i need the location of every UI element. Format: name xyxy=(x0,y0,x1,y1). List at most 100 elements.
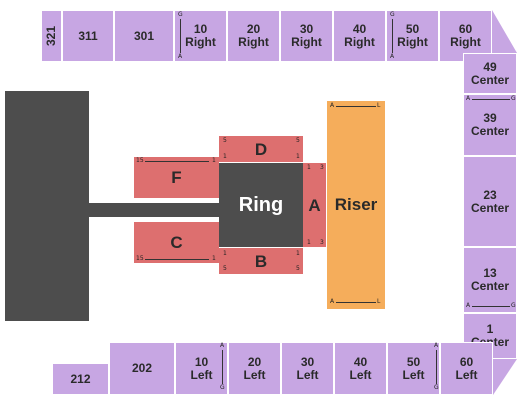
marker-60-left-marker-a: A xyxy=(434,342,439,349)
corner-top-right xyxy=(492,10,517,53)
section-D[interactable]: D xyxy=(219,136,303,162)
section-C-seat-right: 1 xyxy=(212,255,216,262)
section-311[interactable]: 311 xyxy=(62,10,114,62)
riser[interactable]: Riser xyxy=(327,101,385,309)
section-30-right-label: 30 Right xyxy=(291,22,322,49)
section-40-left[interactable]: 40 Left xyxy=(334,342,387,395)
marker-50-right-marker-g: G xyxy=(390,11,395,18)
section-30-right[interactable]: 30 Right xyxy=(280,10,333,62)
stage xyxy=(5,91,89,321)
ring-label: Ring xyxy=(238,193,284,216)
marker-39-center-line xyxy=(472,99,510,100)
section-20-right-label: 20 Right xyxy=(238,22,269,49)
section-D-seat-bottom-left: 1 xyxy=(223,153,227,160)
section-30-left[interactable]: 30 Left xyxy=(281,342,334,395)
section-10-left-label: 10 Left xyxy=(190,354,213,382)
marker-10-left-line xyxy=(222,350,223,384)
section-B-label: B xyxy=(254,251,268,271)
section-B-seat-top-right: 1 xyxy=(296,250,300,257)
section-212[interactable]: 212 xyxy=(52,363,109,395)
section-F-seat-left: 15 xyxy=(136,157,144,164)
section-23-center[interactable]: 23 Center xyxy=(463,156,517,247)
section-321-label: 321 xyxy=(44,25,59,47)
riser-row-start-bottom: A xyxy=(330,298,335,305)
section-D-seat-top-left: 5 xyxy=(223,137,227,144)
marker-10-right-line xyxy=(180,19,181,53)
section-23-center-label: 23 Center xyxy=(470,187,509,215)
marker-10-right-marker-a: A xyxy=(178,53,183,60)
section-D-seat-bottom-right: 1 xyxy=(296,153,300,160)
section-C-label: C xyxy=(170,233,183,252)
section-10-right-label: 10 Right xyxy=(185,22,216,49)
section-301-label: 301 xyxy=(133,28,155,43)
marker-13-center-line xyxy=(472,306,510,307)
marker-10-left-marker-g: G xyxy=(220,384,225,391)
marker-13-center-marker-a: A xyxy=(466,302,471,309)
section-50-right-label: 50 Right xyxy=(397,22,428,49)
section-301[interactable]: 301 xyxy=(114,10,174,62)
riser-label: Riser xyxy=(334,195,378,214)
marker-60-left-line xyxy=(436,350,437,384)
section-A-seat-bottom-left: 1 xyxy=(307,239,311,246)
marker-50-right-line xyxy=(392,19,393,53)
section-A-seat-top-left: 1 xyxy=(307,164,311,171)
section-202[interactable]: 202 xyxy=(109,342,175,395)
section-10-left[interactable]: 10 Left xyxy=(175,342,228,395)
section-C-seat-left: 15 xyxy=(136,255,144,262)
section-13-center-label: 13 Center xyxy=(470,266,509,293)
section-13-center[interactable]: 13 Center xyxy=(463,247,517,313)
section-F-row-line xyxy=(145,161,209,162)
section-30-left-label: 30 Left xyxy=(296,354,319,382)
section-A[interactable]: A xyxy=(303,163,326,247)
riser-row-end-bottom: L xyxy=(377,298,381,305)
riser-row-start-top: A xyxy=(330,102,335,109)
section-202-label: 202 xyxy=(131,361,153,375)
section-60-right-label: 60 Right xyxy=(450,22,481,49)
section-B-seat-bottom-right: 5 xyxy=(296,265,300,272)
section-F[interactable]: F xyxy=(134,157,219,198)
section-20-left[interactable]: 20 Left xyxy=(228,342,281,395)
section-A-seat-top-right: 3 xyxy=(320,164,324,171)
section-49-center-label: 49 Center xyxy=(470,59,509,87)
section-321[interactable]: 321 xyxy=(41,10,62,62)
section-20-right[interactable]: 20 Right xyxy=(227,10,280,62)
section-60-left-label: 60 Left xyxy=(455,354,478,382)
section-20-left-label: 20 Left xyxy=(243,354,266,382)
riser-row-line-top xyxy=(336,106,376,107)
section-B-seat-bottom-left: 5 xyxy=(223,265,227,272)
section-D-seat-top-right: 5 xyxy=(296,137,300,144)
marker-10-left-marker-a: A xyxy=(220,342,225,349)
section-B-seat-top-left: 1 xyxy=(223,250,227,257)
section-39-center[interactable]: 39 Center xyxy=(463,94,517,156)
riser-row-line-bottom xyxy=(336,302,376,303)
marker-39-center-marker-a: A xyxy=(466,95,471,102)
section-50-left[interactable]: 50 Left xyxy=(387,342,440,395)
section-B[interactable]: B xyxy=(219,248,303,274)
section-49-center[interactable]: 49 Center xyxy=(463,53,517,94)
section-F-label: F xyxy=(171,168,182,187)
section-40-right[interactable]: 40 Right xyxy=(333,10,386,62)
section-40-right-label: 40 Right xyxy=(344,22,375,49)
marker-60-left-marker-g: G xyxy=(434,384,439,391)
section-10-right[interactable]: 10 Right xyxy=(174,10,227,62)
section-D-label: D xyxy=(254,139,268,159)
section-60-left[interactable]: 60 Left xyxy=(440,342,493,395)
section-C[interactable]: C xyxy=(134,222,219,263)
marker-50-right-marker-a: A xyxy=(390,53,395,60)
marker-13-center-marker-g: G xyxy=(511,302,516,309)
section-39-center-label: 39 Center xyxy=(470,111,509,138)
marker-10-right-marker-g: G xyxy=(178,11,183,18)
section-F-seat-right: 1 xyxy=(212,157,216,164)
section-50-right[interactable]: 50 Right xyxy=(386,10,439,62)
section-C-row-line xyxy=(145,259,209,260)
section-40-left-label: 40 Left xyxy=(349,354,372,382)
ring[interactable]: Ring xyxy=(219,163,303,247)
riser-row-end-top: L xyxy=(377,102,381,109)
corner-bottom-right xyxy=(493,359,517,395)
section-311-label: 311 xyxy=(78,28,98,43)
section-212-label: 212 xyxy=(70,371,91,386)
section-A-label: A xyxy=(308,195,321,215)
runway xyxy=(89,203,219,217)
section-50-left-label: 50 Left xyxy=(402,354,425,382)
section-A-seat-bottom-right: 3 xyxy=(320,239,324,246)
